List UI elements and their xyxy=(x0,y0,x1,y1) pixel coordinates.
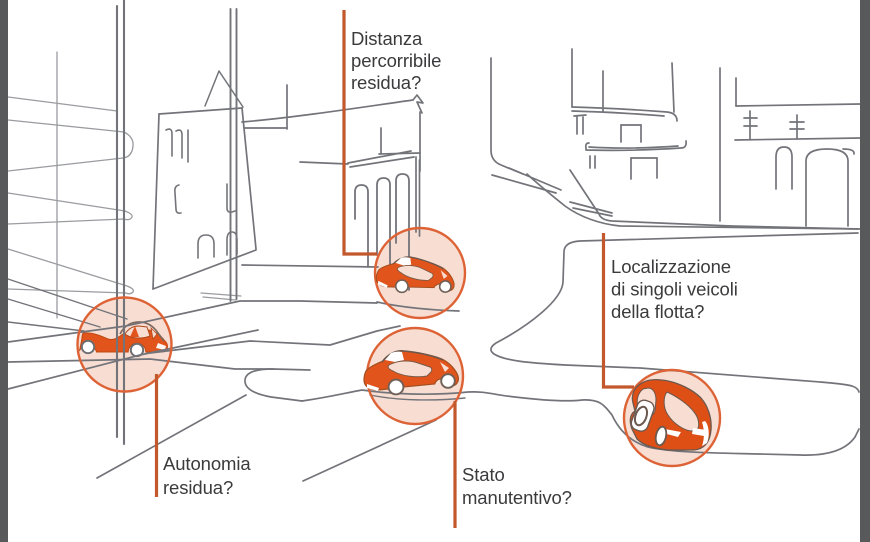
svg-text:Localizzazione: Localizzazione xyxy=(611,256,731,277)
svg-text:di singoli veicoli: di singoli veicoli xyxy=(611,279,738,300)
svg-text:Autonomia: Autonomia xyxy=(163,453,251,474)
svg-text:Stato: Stato xyxy=(462,464,505,485)
svg-text:residua?: residua? xyxy=(351,72,421,93)
svg-text:residua?: residua? xyxy=(163,477,233,498)
svg-text:percorribile: percorribile xyxy=(351,50,441,71)
svg-text:manutentivo?: manutentivo? xyxy=(462,487,572,508)
svg-text:Distanza: Distanza xyxy=(351,28,423,49)
svg-text:della flotta?: della flotta? xyxy=(611,301,704,322)
